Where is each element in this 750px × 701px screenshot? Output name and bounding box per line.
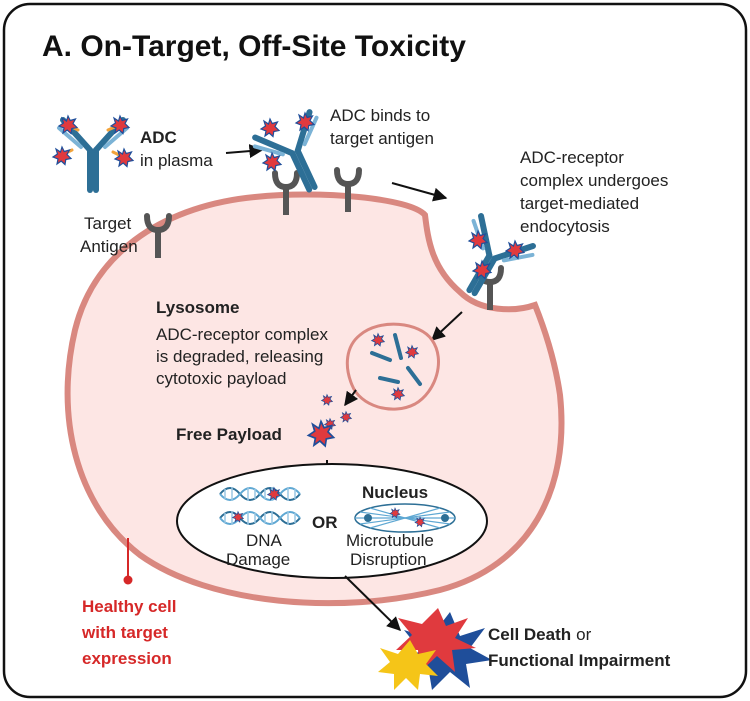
healthy-cell-label-line3: expression [82,649,172,668]
lysosome-text-line3: cytotoxic payload [156,369,286,388]
binds-label-line1: ADC binds to [330,106,430,125]
outcome-functional-impairment: Functional Impairment [488,651,671,670]
target-antigen-label-line2: Antigen [80,237,138,256]
endocytosis-label-line1: ADC-receptor [520,148,624,167]
endocytosis-label-line2: complex undergoes [520,171,668,190]
explosion-icon [378,608,492,690]
endocytosis-label-line3: target-mediated [520,194,639,213]
lysosome-vesicle [345,322,440,411]
outcome-cell-death: Cell Death [488,625,571,644]
adc-location-label: in plasma [140,151,213,170]
arrow-to-binding [225,144,264,159]
diagram-title: A. On-Target, Off-Site Toxicity [42,30,466,63]
dna-label-line1: DNA [246,531,283,550]
adc-in-plasma-icon [52,115,134,190]
adc-label: ADC [140,128,177,147]
arrow-to-outcome [344,575,401,631]
healthy-cell-leader-dot [123,575,133,585]
outcome-or: or [576,625,591,644]
arrow-to-lysosome [430,311,463,341]
dna-label-line2: Damage [226,550,290,569]
free-payload-label: Free Payload [176,425,282,444]
arrow-to-endocytosis [391,182,448,202]
lysosome-text-line2: is degraded, releasing [156,347,323,366]
binds-label-line2: target antigen [330,129,434,148]
lysosome-text-line1: ADC-receptor complex [156,325,328,344]
endocytosis-label-line4: endocytosis [520,217,610,236]
nucleus-label: Nucleus [362,483,428,502]
arrow-to-release [344,389,359,407]
outcome-label-line1: Cell Death or [488,625,592,644]
microtubule-icon [354,503,456,533]
target-antigen-label-line1: Target [84,214,132,233]
microtubule-label-line1: Microtubule [346,531,434,550]
microtubule-label-line2: Disruption [350,550,427,569]
healthy-cell-label-line2: with target [81,623,168,642]
or-label: OR [312,513,338,532]
lysosome-heading: Lysosome [156,298,239,317]
healthy-cell-label-line1: Healthy cell [82,597,177,616]
